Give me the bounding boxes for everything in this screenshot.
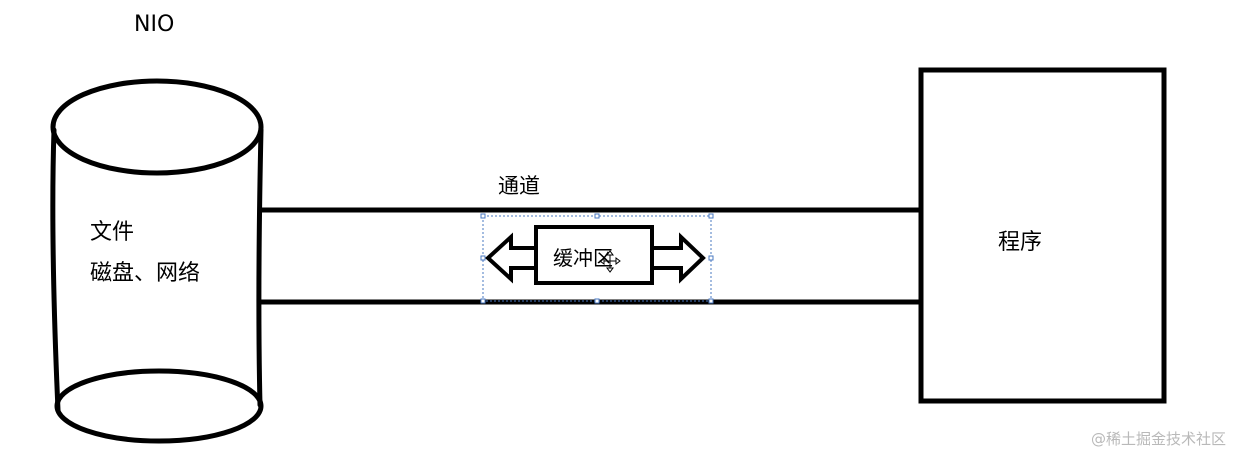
right-arrow[interactable] xyxy=(650,232,706,284)
watermark: @稀土掘金技术社区 xyxy=(1090,430,1226,448)
cylinder-left-side xyxy=(50,127,61,413)
handle-middle-right[interactable] xyxy=(708,255,714,261)
buffer-box[interactable] xyxy=(534,225,654,285)
move-cursor-icon xyxy=(599,250,621,273)
channel-label: 通道 xyxy=(498,174,540,198)
disk-cylinder[interactable] xyxy=(50,78,264,444)
handle-bottom-middle[interactable] xyxy=(594,298,600,304)
cylinder-top xyxy=(50,78,264,176)
handle-top-left[interactable] xyxy=(480,213,486,219)
handle-bottom-left[interactable] xyxy=(480,298,486,304)
left-arrow[interactable] xyxy=(485,232,539,284)
channel-pipe[interactable] xyxy=(259,207,921,305)
program-box[interactable] xyxy=(918,67,1167,404)
handle-top-middle[interactable] xyxy=(594,213,600,219)
handle-middle-left[interactable] xyxy=(480,255,486,261)
selection-handles[interactable] xyxy=(480,213,714,304)
handle-bottom-right[interactable] xyxy=(708,298,714,304)
buffer-label: 缓冲区 xyxy=(553,246,613,270)
selection-frame[interactable] xyxy=(480,213,714,304)
program-label: 程序 xyxy=(998,230,1043,255)
disk-label-file: 文件 xyxy=(90,220,135,245)
cylinder-right-side xyxy=(256,127,264,408)
handle-top-right[interactable] xyxy=(708,213,714,219)
cylinder-bottom xyxy=(54,368,264,444)
diagram-title: NIO xyxy=(134,12,175,37)
disk-label-sources: 磁盘、网络 xyxy=(90,261,201,286)
